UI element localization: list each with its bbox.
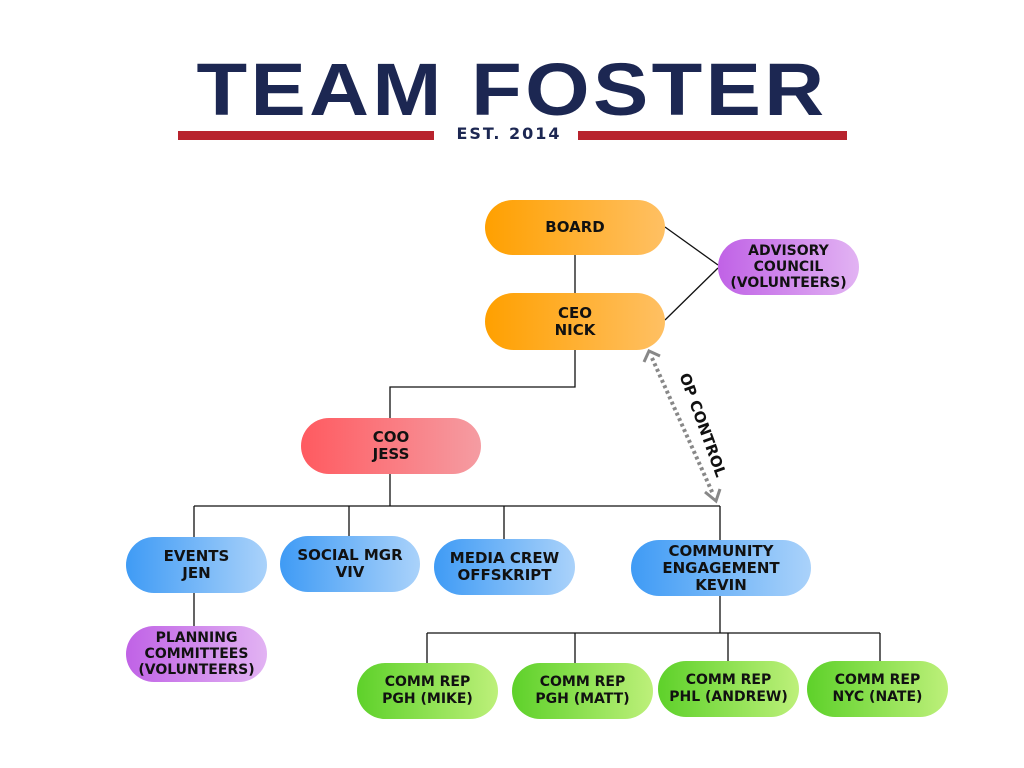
node-social-name: VIV [335,563,365,581]
node-board-line-1: BOARD [545,218,605,236]
line-ceo-advisory [664,267,719,321]
node-rep-andrew-title: COMM REP [685,672,772,688]
line-ceo-coo [389,350,576,418]
node-community-line-2: ENGAGEMENT [662,558,780,577]
node-media-name: OFFSKRIPT [457,566,552,584]
node-events: EVENTS JEN [126,537,267,593]
node-planning-line-2: COMMITTEES [144,646,249,662]
node-rep-nate-title: COMM REP [834,672,921,688]
node-comm-rep-andrew: COMM REP PHL (ANDREW) [658,661,799,717]
node-planning-line-1: PLANNING [155,630,238,646]
node-media-title: MEDIA CREW [449,549,560,567]
node-media-crew: MEDIA CREW OFFSKRIPT [434,539,575,595]
node-social-mgr: SOCIAL MGR VIV [280,536,420,592]
node-coo-title: COO [372,428,410,446]
node-social-title: SOCIAL MGR [297,546,403,564]
node-rep-nate-name: NYC (NATE) [832,689,923,705]
node-events-name: JEN [182,564,211,582]
node-rep-mike-name: PGH (MIKE) [382,691,473,707]
node-planning-committees: PLANNING COMMITTEES (VOLUNTEERS) [126,626,267,682]
node-ceo-title: CEO [557,303,592,322]
node-comm-rep-nate: COMM REP NYC (NATE) [807,661,948,717]
node-rep-mike-title: COMM REP [384,674,471,690]
node-ceo-name: NICK [554,320,596,339]
node-planning-line-3: (VOLUNTEERS) [138,662,255,678]
node-coo-name: JESS [372,445,410,463]
node-comm-rep-matt: COMM REP PGH (MATT) [512,663,653,719]
logo-bar-right [578,131,847,140]
node-community-line-1: COMMUNITY [668,541,774,560]
op-control-arrow [642,349,722,504]
node-advisory-council: ADVISORY COUNCIL (VOLUNTEERS) [718,239,859,295]
node-events-title: EVENTS [163,547,230,565]
node-coo: COO JESS [301,418,481,474]
node-rep-andrew-name: PHL (ANDREW) [669,689,788,705]
node-board: BOARD [485,200,665,255]
node-community-name: KEVIN [695,575,747,594]
node-advisory-line-3: (VOLUNTEERS) [730,275,847,291]
line-board-advisory [664,226,719,266]
logo-bar-left [178,131,434,140]
node-rep-matt-title: COMM REP [539,674,626,690]
node-advisory-line-2: COUNCIL [753,259,824,275]
node-rep-matt-name: PGH (MATT) [535,691,630,707]
node-advisory-line-1: ADVISORY [748,243,829,259]
node-ceo: CEO NICK [485,293,665,350]
node-comm-rep-mike: COMM REP PGH (MIKE) [357,663,498,719]
logo-title: TEAM FOSTER [196,48,828,131]
node-community-engagement: COMMUNITY ENGAGEMENT KEVIN [631,540,811,596]
logo-established: EST. 2014 [456,124,562,143]
